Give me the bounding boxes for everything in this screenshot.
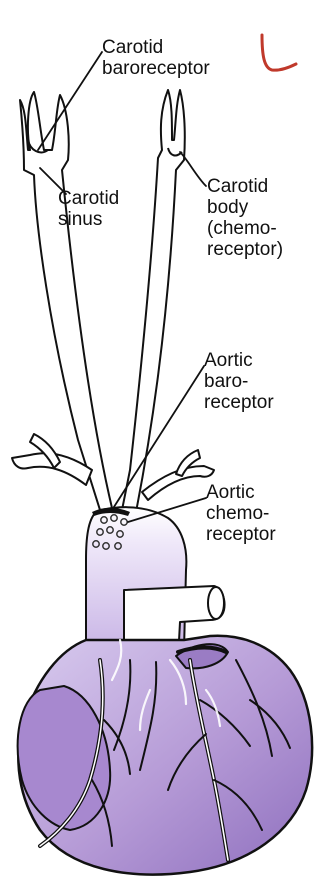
label-line: Carotid (207, 176, 283, 197)
label-line: Carotid (102, 37, 210, 58)
label-aortic-baroreceptor: Aortic baro- receptor (204, 350, 274, 413)
right-carotid-artery (122, 90, 185, 512)
annotation-mark (262, 35, 296, 70)
left-carotid-artery (20, 92, 112, 510)
label-line: baroreceptor (102, 58, 210, 79)
pulmonary-trunk-opening (208, 587, 224, 619)
label-line: (chemo- (207, 218, 283, 239)
label-line: body (207, 197, 283, 218)
label-line: Aortic (204, 350, 274, 371)
label-carotid-body: Carotid body (chemo- receptor) (207, 176, 283, 260)
label-line: sinus (58, 209, 119, 230)
label-carotid-sinus: Carotid sinus (58, 188, 119, 230)
label-line: baro- (204, 371, 274, 392)
label-aortic-chemoreceptor: Aortic chemo- receptor (206, 482, 276, 545)
label-line: Carotid (58, 188, 119, 209)
label-carotid-baroreceptor: Carotid baroreceptor (102, 37, 210, 79)
pointer-carotid-baroreceptor (38, 52, 102, 150)
label-line: Aortic (206, 482, 276, 503)
pointer-carotid-body (180, 152, 206, 186)
label-line: chemo- (206, 503, 276, 524)
label-line: receptor) (207, 239, 283, 260)
label-line: receptor (204, 392, 274, 413)
label-line: receptor (206, 524, 276, 545)
